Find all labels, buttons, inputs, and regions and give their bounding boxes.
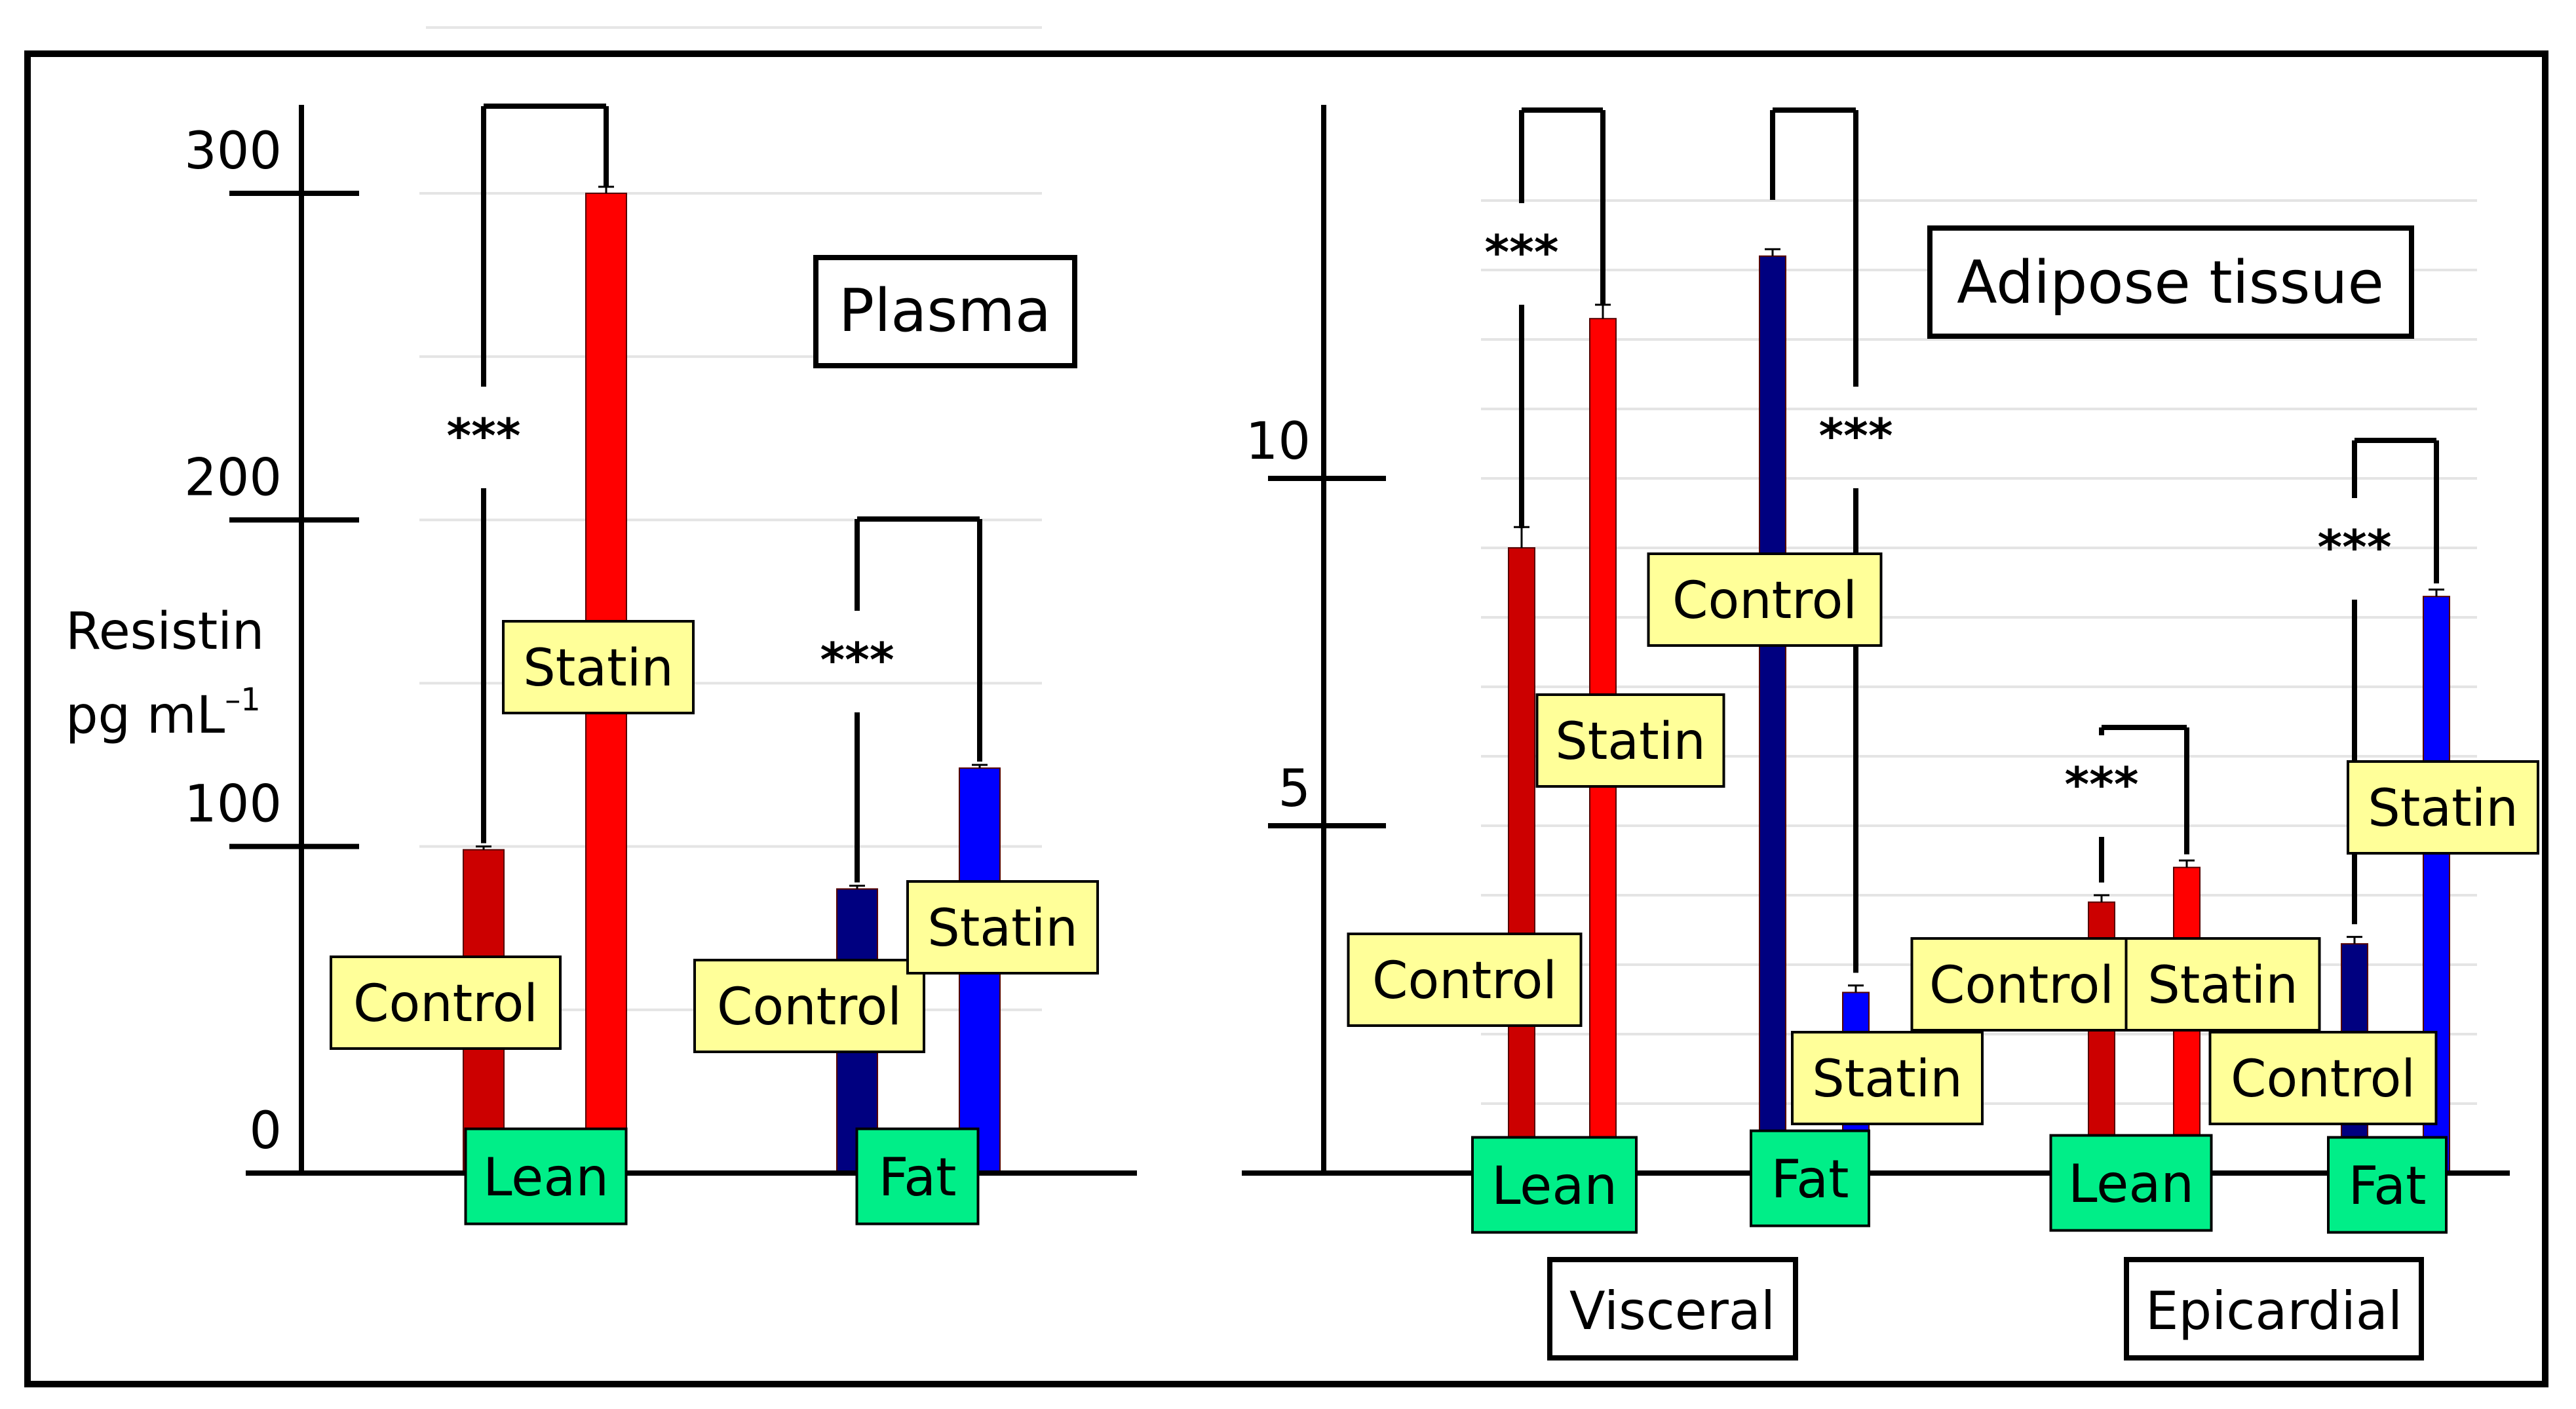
plasma-y-tick-label: 200: [184, 448, 282, 507]
adipose-title-box: [1927, 225, 2414, 339]
adipose-bar-labels: ControlStatinLeanControlStatinFatControl…: [1347, 552, 2539, 1234]
plasma-bracket-fat-significance: ***: [820, 632, 894, 687]
y-axis-label-line1: Resistin: [66, 602, 264, 661]
plasma-label-lean-statin-box: [502, 620, 695, 714]
section-label-epicardial: Epicardial: [2145, 1281, 2402, 1341]
plasma-bracket-lean-significance: ***: [447, 408, 521, 463]
adipose-significance-brackets: *** *** *** ***: [1485, 107, 2439, 973]
plasma-group-label-lean-box: [464, 1127, 628, 1226]
plasma-group-label-fat-box: [855, 1127, 980, 1226]
adipose-visceral-fat-label-control-box: [1647, 552, 1883, 647]
adipose-epicardial-lean-label-control-box: [1910, 937, 2133, 1032]
y-axis-label-line2: pg mL–1: [66, 682, 261, 745]
plasma-group-label-lean: Lean: [483, 1147, 609, 1208]
plasma-title-box: [813, 255, 1077, 368]
plasma-label-lean-control: Control: [353, 975, 538, 1033]
plasma-y-tick-label: 100: [184, 775, 282, 834]
plasma-significance-brackets: *** ***: [447, 104, 982, 883]
adipose-panel: ************ 510 ControlStatinLeanContro…: [1242, 105, 2539, 1361]
adipose-visceral-fat-significance: ***: [1819, 408, 1893, 463]
plasma-label-fat-control-box: [693, 959, 925, 1053]
adipose-epicardial-lean-group-label-box: [2049, 1134, 2213, 1232]
section-label-visceral: Visceral: [1569, 1281, 1775, 1341]
adipose-epicardial-lean-label-statin-box: [2124, 937, 2321, 1032]
adipose-visceral-fat-group-label-box: [1750, 1129, 1870, 1227]
plasma-label-fat-statin: Statin: [927, 899, 1078, 958]
plasma-y-axis: 0 100 200 300: [184, 105, 1137, 1176]
adipose-visceral-lean-label-control-box: [1347, 933, 1583, 1027]
y-axis-label-unit: pg mL: [66, 686, 225, 745]
plasma-title: Plasma: [839, 277, 1051, 345]
adipose-visceral-fat-label-statin-box: [1791, 1031, 1984, 1125]
section-box-epicardial: [2124, 1257, 2424, 1361]
adipose-visceral-lean-label-statin-box: [1535, 693, 1725, 788]
adipose-epicardial-lean-label-control: Control: [1929, 956, 2114, 1015]
plasma-y-tick-label: 300: [184, 122, 282, 181]
adipose-visceral-fat-bar-control: [1759, 255, 1786, 1174]
adipose-epicardial-lean-group-label: Lean: [2068, 1153, 2194, 1214]
adipose-epicardial-fat-label-statin-box: [2347, 760, 2539, 855]
adipose-visceral-lean-group-label-box: [1471, 1136, 1638, 1234]
plasma-y-tick-label: 0: [249, 1102, 282, 1161]
y-axis-label-exponent: –1: [225, 682, 261, 718]
adipose-visceral-lean-label-control: Control: [1372, 952, 1557, 1011]
adipose-epicardial-fat-bracket-significance: ***: [2318, 520, 2392, 575]
adipose-epicardial-fat-label-control: Control: [2231, 1050, 2415, 1109]
adipose-epicardial-lean-label-statin: Statin: [2147, 956, 2298, 1015]
adipose-y-tick-label: 10: [1246, 412, 1311, 471]
adipose-epicardial-fat-group-label-box: [2327, 1136, 2448, 1234]
adipose-epicardial-fat-group-label: Fat: [2348, 1155, 2426, 1216]
adipose-visceral-lean-group-label: Lean: [1491, 1155, 1617, 1216]
adipose-epicardial-fat-label-statin: Statin: [2368, 779, 2518, 838]
adipose-visceral-lean-label-statin: Statin: [1555, 712, 1706, 771]
plasma-label-fat-statin-box: [906, 880, 1099, 975]
plasma-label-fat-control: Control: [717, 978, 902, 1037]
adipose-epicardial-lean-bracket-significance: ***: [2065, 757, 2139, 812]
adipose-visceral-fat-label-control: Control: [1672, 571, 1857, 630]
adipose-visceral-fat-label-statin: Statin: [1812, 1050, 1963, 1109]
adipose-epicardial-fat-label-control-box: [2208, 1031, 2438, 1125]
adipose-visceral-lean-bar-control: [1508, 547, 1535, 1174]
plasma-label-lean-statin: Statin: [523, 639, 674, 698]
plasma-group-label-fat: Fat: [878, 1147, 956, 1208]
adipose-visceral-lean-bracket-significance: ***: [1485, 225, 1559, 280]
plasma-label-lean-control-box: [330, 955, 562, 1050]
adipose-visceral-fat-group-label: Fat: [1771, 1149, 1849, 1210]
adipose-title: Adipose tissue: [1957, 248, 2384, 317]
adipose-y-tick-label: 5: [1278, 760, 1311, 819]
adipose-y-axis: 5 10: [1242, 105, 2510, 1176]
section-box-visceral: [1547, 1257, 1798, 1361]
